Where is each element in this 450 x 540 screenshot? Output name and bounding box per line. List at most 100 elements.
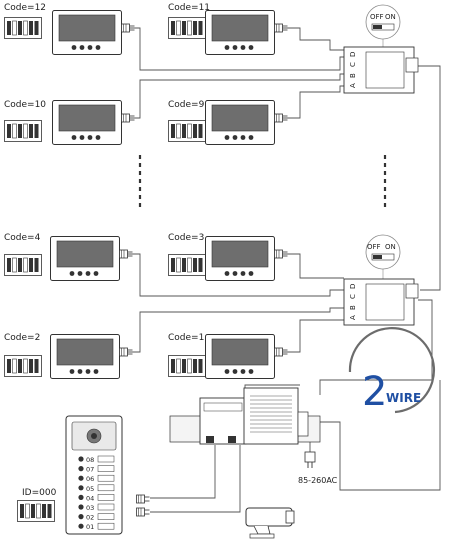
switch-slot-icon xyxy=(371,23,395,31)
switch-on-label: ON xyxy=(385,243,396,251)
switch-knob-icon xyxy=(373,255,382,259)
monitor-icon xyxy=(205,236,275,281)
monitor-label: Code=11 xyxy=(168,3,210,13)
connector-icon xyxy=(136,494,150,504)
connector-icon xyxy=(136,507,150,517)
port-c: C xyxy=(349,294,357,299)
name-plate-icon xyxy=(97,513,115,520)
output-connector-icon xyxy=(405,283,419,299)
monitor-code-3: Code=3 xyxy=(168,233,288,281)
dip-switch-icon xyxy=(168,254,206,276)
distributor-body-icon xyxy=(343,278,415,326)
door-station-id-label: ID=000 xyxy=(22,488,57,498)
dip-switch-icon xyxy=(4,17,42,39)
dip-switch-icon xyxy=(4,120,42,142)
name-plate-icon xyxy=(97,503,115,511)
continuation-marks xyxy=(138,155,387,210)
monitor-icon xyxy=(52,10,122,55)
monitor-icon xyxy=(50,334,120,379)
monitor-code-4: Code=4 xyxy=(4,233,133,281)
call-button-label: 01 xyxy=(86,523,94,531)
monitor-label: Code=9 xyxy=(168,100,205,110)
call-button-label: 07 xyxy=(86,466,94,474)
switch-callout-icon xyxy=(365,234,401,270)
call-button-label: 08 xyxy=(86,456,94,464)
wiring xyxy=(120,27,441,513)
monitor-icon xyxy=(205,100,275,145)
bell-button-icon[interactable] xyxy=(78,494,84,500)
monitor-label: Code=3 xyxy=(168,233,204,243)
dip-switch-icon xyxy=(168,355,206,377)
dip-switch-icon xyxy=(4,254,42,276)
power-controller: 85-260AC xyxy=(169,387,338,485)
monitor-code-11: Code=11 xyxy=(168,3,288,55)
dip-switch-icon xyxy=(168,120,206,142)
switch-on-label: ON xyxy=(385,13,396,21)
call-button[interactable]: 02 xyxy=(78,513,115,522)
monitor-icon xyxy=(50,236,120,281)
call-button[interactable]: 03 xyxy=(78,503,115,512)
bell-button-icon[interactable] xyxy=(78,475,84,481)
monitor-label: Code=12 xyxy=(4,3,46,13)
name-plate-icon xyxy=(97,522,115,530)
switch-knob-icon xyxy=(373,25,382,29)
name-plate-icon xyxy=(97,494,115,501)
distributor-body-icon xyxy=(343,46,415,94)
port-b: B xyxy=(349,73,357,78)
port-b: B xyxy=(349,305,357,310)
name-plate-icon xyxy=(97,455,115,463)
name-plate-icon xyxy=(97,474,115,482)
port-a: A xyxy=(349,83,357,88)
monitor-label: Code=4 xyxy=(4,233,41,243)
call-button[interactable]: 06 xyxy=(78,474,115,483)
door-station-dip: ID=000 xyxy=(16,488,57,522)
port-c: C xyxy=(349,62,357,67)
monitor-code-9: Code=9 xyxy=(168,100,288,145)
port-d: D xyxy=(349,52,357,57)
terminal-block-icon xyxy=(297,411,309,437)
monitor-label: Code=1 xyxy=(168,333,204,343)
bell-button-icon[interactable] xyxy=(78,523,84,529)
monitor-code-10: Code=10 xyxy=(4,100,135,145)
monitor-code-12: Code=12 xyxy=(4,3,135,55)
monitor-icon xyxy=(52,100,122,145)
logo-ring-icon xyxy=(348,327,436,414)
switch-callout-icon xyxy=(365,4,401,40)
logo-number: 2 xyxy=(362,369,387,415)
call-button[interactable]: 08 xyxy=(78,455,115,464)
port-d: D xyxy=(349,284,357,289)
call-button-label: 03 xyxy=(86,504,94,512)
distributor-1: OFF ON A B C D xyxy=(343,4,419,94)
switch-slot-icon xyxy=(371,253,395,261)
logo-word: WIRE xyxy=(386,391,421,405)
monitor-label: Code=10 xyxy=(4,100,46,110)
call-button[interactable]: 05 xyxy=(78,484,115,493)
bell-button-icon[interactable] xyxy=(78,456,84,462)
switch-off-label: OFF xyxy=(367,243,381,251)
call-button[interactable]: 07 xyxy=(78,465,115,474)
two-wire-logo: 2 WIRE xyxy=(348,327,436,415)
power-label: 85-260AC xyxy=(298,476,338,485)
vent-grid-icon xyxy=(250,395,292,433)
monitor-label: Code=2 xyxy=(4,333,40,343)
monitor-icon xyxy=(205,10,275,55)
distributor-2: OFF ON A B C D xyxy=(343,234,419,326)
call-button[interactable]: 01 xyxy=(78,522,115,531)
bell-button-icon[interactable] xyxy=(78,466,84,472)
name-plate-icon xyxy=(97,465,115,472)
call-button-label: 04 xyxy=(86,494,94,502)
switch-off-label: OFF xyxy=(370,13,384,21)
bell-button-icon[interactable] xyxy=(78,504,84,510)
name-plate-icon xyxy=(97,484,115,492)
bell-button-icon[interactable] xyxy=(78,485,84,491)
monitor-icon xyxy=(205,334,275,379)
dip-switch-icon xyxy=(16,500,56,522)
monitor-code-2: Code=2 xyxy=(4,333,133,379)
cctv-camera-icon xyxy=(245,507,295,539)
power-plug-icon xyxy=(304,451,316,463)
port-a: A xyxy=(349,315,357,320)
call-button[interactable]: 04 xyxy=(78,494,115,502)
bell-button-icon[interactable] xyxy=(78,514,84,520)
